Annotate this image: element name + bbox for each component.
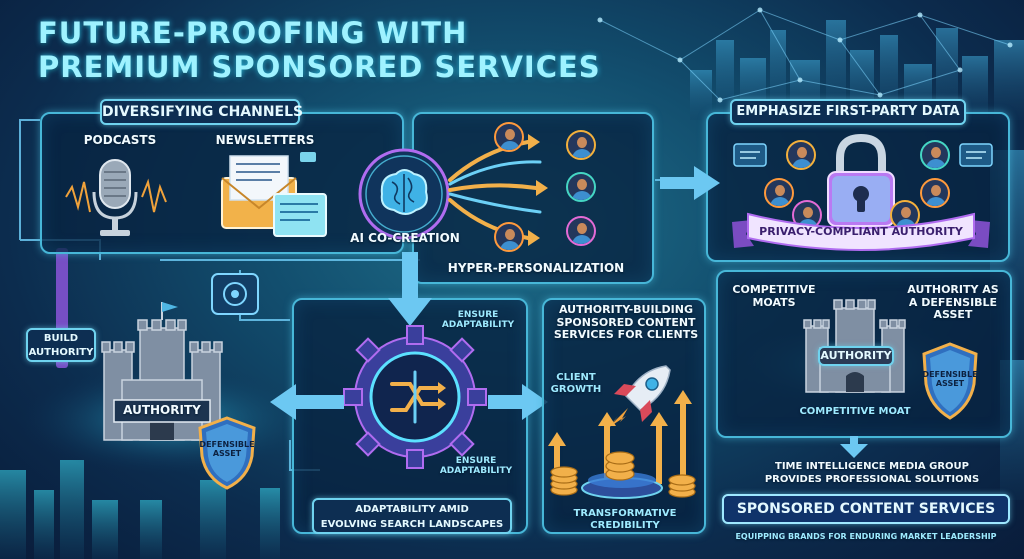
shield-icon bbox=[922, 342, 978, 420]
ensure-top-line-1: ENSURE bbox=[457, 310, 499, 320]
right-arrow-icon bbox=[660, 166, 720, 200]
defensible-asset-left-line-1: DEFENSIBLE bbox=[199, 440, 255, 449]
client-growth-line-1: CLIENT bbox=[556, 372, 596, 383]
avatar-icon bbox=[920, 140, 950, 170]
sponsored-header-line-3: SERVICES FOR CLIENTS bbox=[553, 328, 699, 342]
gear-icon bbox=[343, 325, 487, 469]
right-arrow-icon bbox=[488, 384, 548, 420]
avatar-icon bbox=[920, 178, 950, 208]
build-authority-line-2: AUTHORITY bbox=[28, 347, 94, 358]
provider-statement: TIME INTELLIGENCE MEDIA GROUP PROVIDES P… bbox=[740, 460, 1004, 486]
target-icon bbox=[211, 273, 259, 315]
defensible-asset-right-line-1: DEFENSIBLE bbox=[922, 370, 978, 379]
build-authority-badge: BUILD AUTHORITY bbox=[26, 328, 96, 362]
shield-icon bbox=[198, 416, 256, 490]
microphone-icon bbox=[65, 159, 167, 236]
ensure-bottom-line-1: ENSURE bbox=[455, 456, 497, 466]
title-line-1: FUTURE-PROOFING WITH bbox=[38, 16, 468, 50]
diversifying-channels-header: DIVERSIFYING CHANNELS bbox=[100, 99, 303, 125]
competitive-moat-label: COMPETITIVE MOAT bbox=[799, 406, 911, 417]
authority-castle-label-left: AUTHORITY bbox=[123, 403, 201, 417]
padlock-icon bbox=[827, 133, 895, 227]
avatar-icon bbox=[566, 130, 596, 160]
page-title: FUTURE-PROOFING WITH PREMIUM SPONSORED S… bbox=[38, 16, 638, 84]
castle-icon bbox=[803, 299, 906, 393]
privacy-compliant-authority-banner: PRIVACY-COMPLIANT AUTHORITY bbox=[759, 225, 963, 238]
credibility-line-2: CREDIBILITY bbox=[590, 519, 660, 531]
growth-bars bbox=[548, 390, 692, 499]
avatar-icon bbox=[494, 222, 524, 252]
title-line-2: PREMIUM SPONSORED SERVICES bbox=[38, 50, 601, 84]
down-arrow-icon bbox=[388, 252, 432, 326]
credibility-line-1: TRANSFORMATIVE bbox=[573, 508, 677, 519]
data-card-icons bbox=[733, 143, 993, 167]
defensible-asset-left-line-2: ASSET bbox=[212, 449, 242, 459]
coin-stack-icon bbox=[550, 451, 696, 498]
sponsored-header-line-1: AUTHORITY-BUILDING bbox=[558, 303, 694, 316]
ensure-bottom-line-2: ADAPTABILITY bbox=[439, 466, 513, 477]
sponsored-content-services-button[interactable]: SPONSORED CONTENT SERVICES bbox=[722, 494, 1010, 524]
hyper-personalization-label: HYPER-PERSONALIZATION bbox=[447, 261, 625, 275]
ensure-adaptability-top: ENSURE ADAPTABILITY bbox=[436, 310, 520, 331]
avatar-icon bbox=[566, 172, 596, 202]
authority-asset-line-2: A DEFENSIBLE bbox=[908, 295, 998, 309]
privacy-banner-ribbon bbox=[732, 212, 990, 251]
sponsored-header-line-2: SPONSORED CONTENT bbox=[556, 315, 696, 329]
authority-asset-line-1: AUTHORITY AS bbox=[907, 283, 999, 296]
avatar-icon bbox=[494, 122, 524, 152]
provider-line-1: TIME INTELLIGENCE MEDIA GROUP bbox=[775, 461, 969, 472]
client-growth-label: CLIENT GROWTH bbox=[546, 372, 606, 395]
provider-line-2: PROVIDES PROFESSIONAL SOLUTIONS bbox=[764, 474, 980, 485]
podcasts-label: PODCASTS bbox=[83, 133, 157, 147]
newsletters-label: NEWSLETTERS bbox=[215, 133, 315, 147]
ai-brain-icon bbox=[358, 148, 450, 240]
avatar-icon bbox=[764, 178, 794, 208]
adaptability-caption: ADAPTABILITY AMID EVOLVING SEARCH LANDSC… bbox=[312, 498, 512, 534]
authority-asset-line-3: ASSET bbox=[933, 308, 973, 322]
defensible-asset-right-line-2: ASSET bbox=[935, 379, 965, 389]
client-growth-line-2: GROWTH bbox=[550, 383, 602, 395]
defensible-asset-label-left: DEFENSIBLE ASSET bbox=[196, 440, 258, 458]
competitive-moats-label: COMPETITIVE MOATS bbox=[726, 283, 822, 309]
down-arrow-icon bbox=[840, 436, 868, 458]
build-authority-line-1: BUILD bbox=[43, 333, 79, 344]
left-arrow-icon bbox=[270, 384, 344, 420]
avatar-icon bbox=[786, 140, 816, 170]
authority-defensible-asset-label: AUTHORITY AS A DEFENSIBLE ASSET bbox=[900, 283, 1006, 322]
avatar-icon bbox=[566, 216, 596, 246]
footer-tagline: EQUIPPING BRANDS FOR ENDURING MARKET LEA… bbox=[735, 532, 997, 541]
authority-castle-label-right: AUTHORITY bbox=[818, 346, 894, 366]
sponsored-services-header: AUTHORITY-BUILDING SPONSORED CONTENT SER… bbox=[546, 303, 706, 342]
ensure-top-line-2: ADAPTABILITY bbox=[441, 320, 515, 331]
transformative-credibility-label: TRANSFORMATIVE CREDIBILITY bbox=[552, 508, 698, 531]
competitive-moats-line-2: MOATS bbox=[752, 295, 796, 309]
newsletter-envelope-icon bbox=[221, 152, 327, 237]
first-party-data-header: EMPHASIZE FIRST-PARTY DATA bbox=[730, 99, 966, 125]
ai-co-creation-label: AI CO-CREATION bbox=[350, 231, 460, 245]
adaptability-caption-line-2: EVOLVING SEARCH LANDSCAPES bbox=[320, 519, 504, 530]
competitive-moats-line-1: COMPETITIVE bbox=[732, 283, 816, 296]
adaptability-caption-line-1: ADAPTABILITY AMID bbox=[355, 504, 469, 515]
ensure-adaptability-bottom: ENSURE ADAPTABILITY bbox=[432, 456, 520, 477]
defensible-asset-label-right: DEFENSIBLE ASSET bbox=[920, 370, 980, 388]
